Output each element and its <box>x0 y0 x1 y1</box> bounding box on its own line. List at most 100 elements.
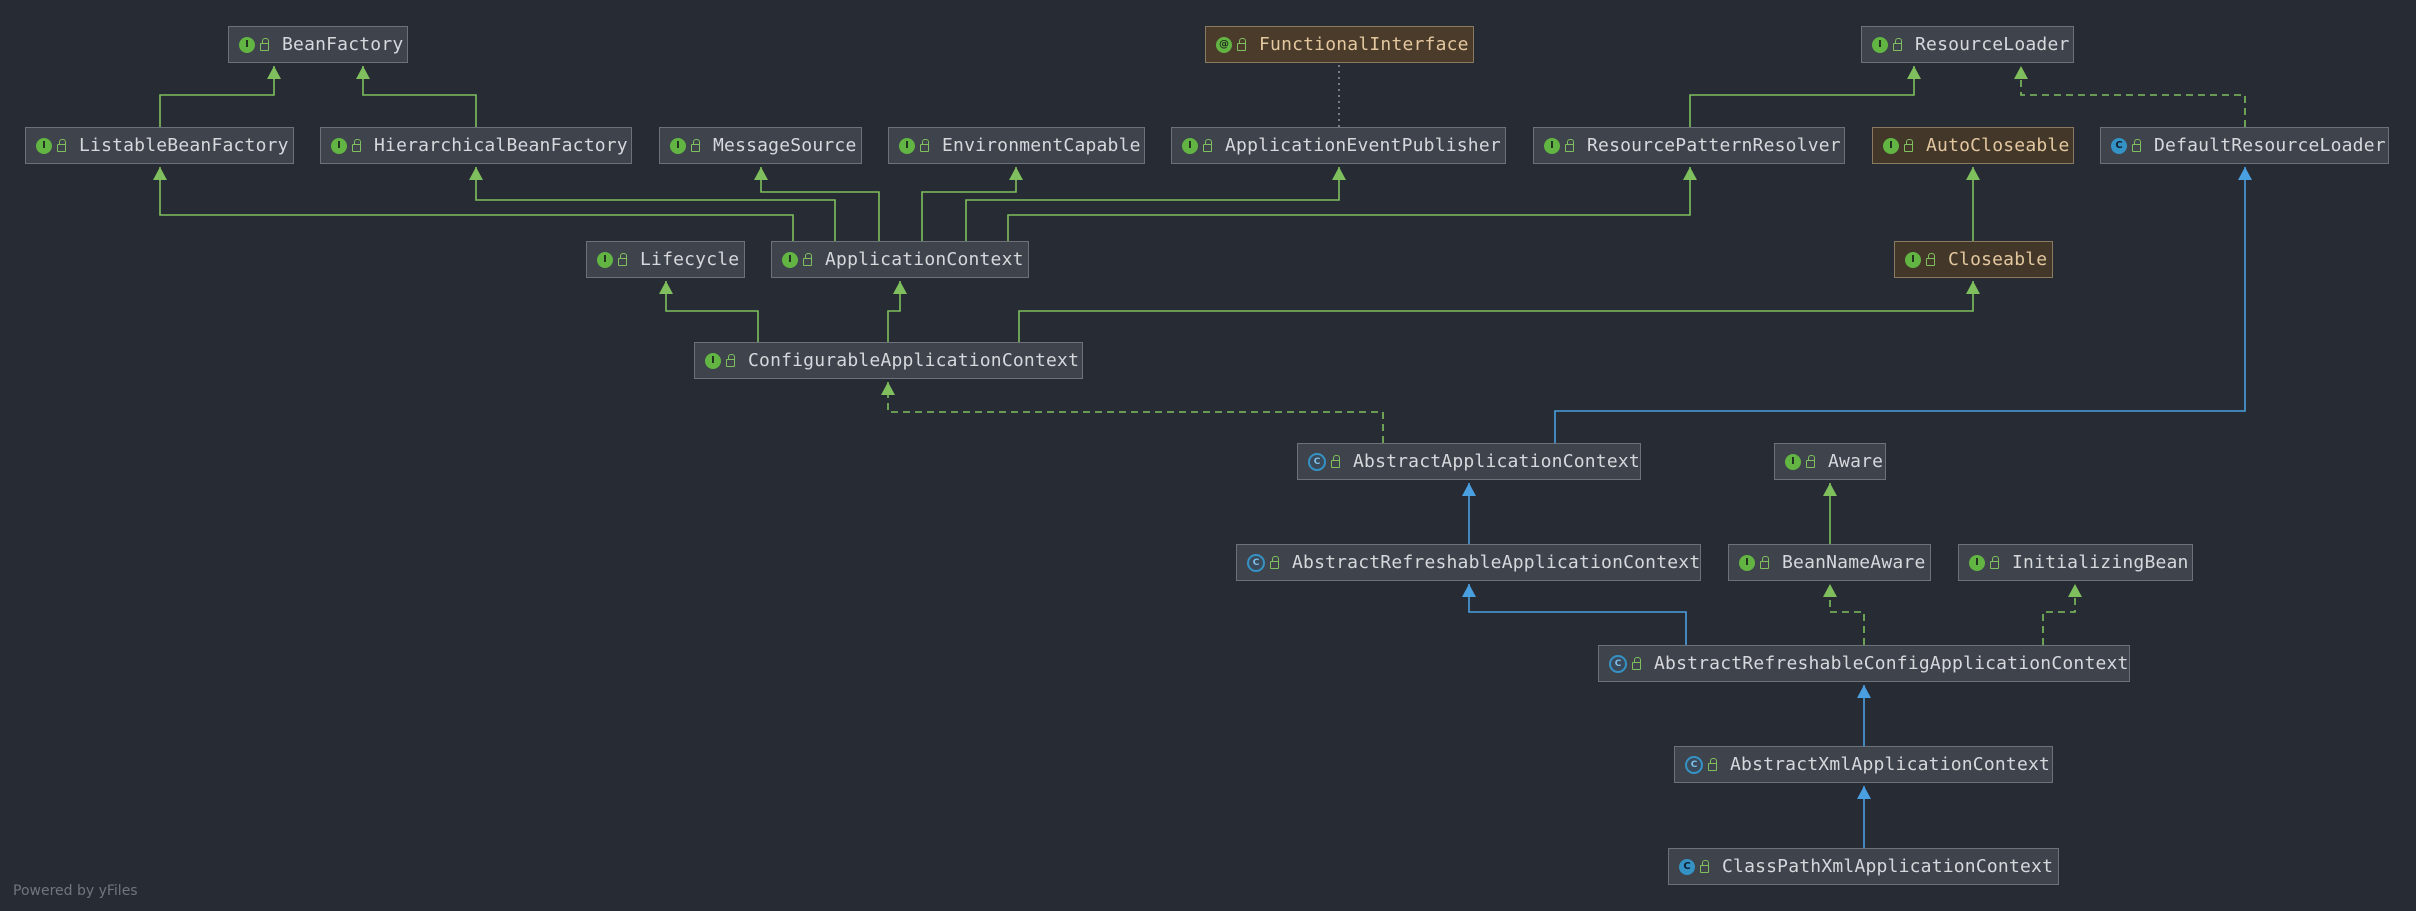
public-lock-icon <box>2132 138 2141 152</box>
node-label: AbstractXmlApplicationContext <box>1730 754 2051 775</box>
public-lock-icon <box>1565 138 1574 152</box>
node-abstract-application-context[interactable]: C AbstractApplicationContext <box>1297 443 1641 480</box>
edge-application-context-to-listable-bean-factory <box>153 167 794 241</box>
edge-configurable-application-context-to-closeable <box>1018 281 1980 342</box>
arrowhead <box>2068 584 2082 597</box>
edge-application-context-to-resource-pattern-resolver <box>1007 167 1697 241</box>
node-message-source[interactable]: I MessageSource <box>659 127 862 164</box>
edge-closeable-to-auto-closeable <box>1966 167 1980 241</box>
edge-listable-bean-factory-to-bean-factory <box>159 66 281 127</box>
arrowhead <box>893 281 907 294</box>
public-lock-icon <box>1806 454 1815 468</box>
node-label: Aware <box>1828 451 1884 472</box>
edge-abstract-refreshable-config-application-context-to-abstract-refreshable-application-context <box>1462 584 1687 645</box>
public-lock-icon <box>691 138 700 152</box>
node-label: EnvironmentCapable <box>942 135 1141 156</box>
interface-icon: I <box>1785 453 1801 470</box>
public-lock-icon <box>618 252 627 266</box>
yfiles-watermark: Powered by yFiles <box>13 883 138 899</box>
public-lock-icon <box>352 138 361 152</box>
edge-default-resource-loader-to-resource-loader <box>2014 66 2246 127</box>
public-lock-icon <box>57 138 66 152</box>
node-class-path-xml-application-context[interactable]: C ClassPathXmlApplicationContext <box>1668 848 2059 885</box>
node-label: BeanNameAware <box>1782 552 1926 573</box>
edge-abstract-application-context-to-default-resource-loader <box>1554 167 2252 443</box>
node-label: FunctionalInterface <box>1259 34 1469 55</box>
arrowhead <box>469 167 483 180</box>
node-environment-capable[interactable]: I EnvironmentCapable <box>888 127 1145 164</box>
interface-icon: I <box>670 137 686 154</box>
arrowhead <box>1009 167 1023 180</box>
interface-icon: I <box>1739 554 1755 571</box>
arrowhead <box>1823 584 1837 597</box>
node-label: AbstractRefreshableApplicationContext <box>1292 552 1701 573</box>
interface-icon: I <box>1182 137 1198 154</box>
edge-application-context-to-environment-capable <box>921 167 1023 241</box>
abstract-class-icon: C <box>1685 755 1703 774</box>
arrowhead <box>881 382 895 395</box>
public-lock-icon <box>1237 37 1246 51</box>
node-label: Lifecycle <box>640 249 740 270</box>
node-abstract-xml-application-context[interactable]: C AbstractXmlApplicationContext <box>1674 746 2053 783</box>
edge-application-context-to-message-source <box>754 167 880 241</box>
abstract-class-icon: C <box>1247 553 1265 572</box>
arrowhead <box>1332 167 1346 180</box>
edge-abstract-application-context-to-configurable-application-context <box>881 382 1384 443</box>
public-lock-icon <box>803 252 812 266</box>
public-lock-icon <box>1270 555 1279 569</box>
abstract-class-icon: C <box>1308 452 1326 471</box>
public-lock-icon <box>1926 252 1935 266</box>
node-label: AbstractApplicationContext <box>1353 451 1640 472</box>
node-default-resource-loader[interactable]: C DefaultResourceLoader <box>2100 127 2389 164</box>
node-closeable[interactable]: I Closeable <box>1894 241 2053 278</box>
interface-icon: I <box>1905 251 1921 268</box>
class-icon: C <box>1679 858 1695 875</box>
interface-icon: I <box>36 137 52 154</box>
arrowhead <box>1907 66 1921 79</box>
node-label: ApplicationContext <box>825 249 1024 270</box>
interface-icon: I <box>899 137 915 154</box>
class-icon: C <box>2111 137 2127 154</box>
public-lock-icon <box>726 353 735 367</box>
public-lock-icon <box>1990 555 1999 569</box>
node-label: InitializingBean <box>2012 552 2189 573</box>
node-label: MessageSource <box>713 135 857 156</box>
node-bean-name-aware[interactable]: I BeanNameAware <box>1728 544 1931 581</box>
arrowhead <box>2238 167 2252 180</box>
node-functional-interface[interactable]: @FunctionalInterface <box>1205 26 1474 63</box>
node-label: Closeable <box>1948 249 2048 270</box>
node-abstract-refreshable-application-context[interactable]: C AbstractRefreshableApplicationContext <box>1236 544 1701 581</box>
node-label: ListableBeanFactory <box>79 135 289 156</box>
node-label: DefaultResourceLoader <box>2154 135 2386 156</box>
arrowhead <box>267 66 281 79</box>
node-label: BeanFactory <box>282 34 404 55</box>
node-aware[interactable]: I Aware <box>1774 443 1886 480</box>
public-lock-icon <box>1203 138 1212 152</box>
node-label: HierarchicalBeanFactory <box>374 135 628 156</box>
arrowhead <box>1966 167 1980 180</box>
node-label: AutoCloseable <box>1926 135 2070 156</box>
node-label: ClassPathXmlApplicationContext <box>1722 856 2054 877</box>
node-listable-bean-factory[interactable]: I ListableBeanFactory <box>25 127 294 164</box>
arrowhead <box>1462 483 1476 496</box>
interface-icon: I <box>1872 36 1888 53</box>
edge-abstract-refreshable-config-application-context-to-initializing-bean <box>2042 584 2082 645</box>
arrowhead <box>1683 167 1697 180</box>
edge-configurable-application-context-to-application-context <box>887 281 907 342</box>
arrowhead <box>2014 66 2028 79</box>
arrowhead <box>754 167 768 180</box>
arrowhead <box>1857 685 1871 698</box>
public-lock-icon <box>1893 37 1902 51</box>
